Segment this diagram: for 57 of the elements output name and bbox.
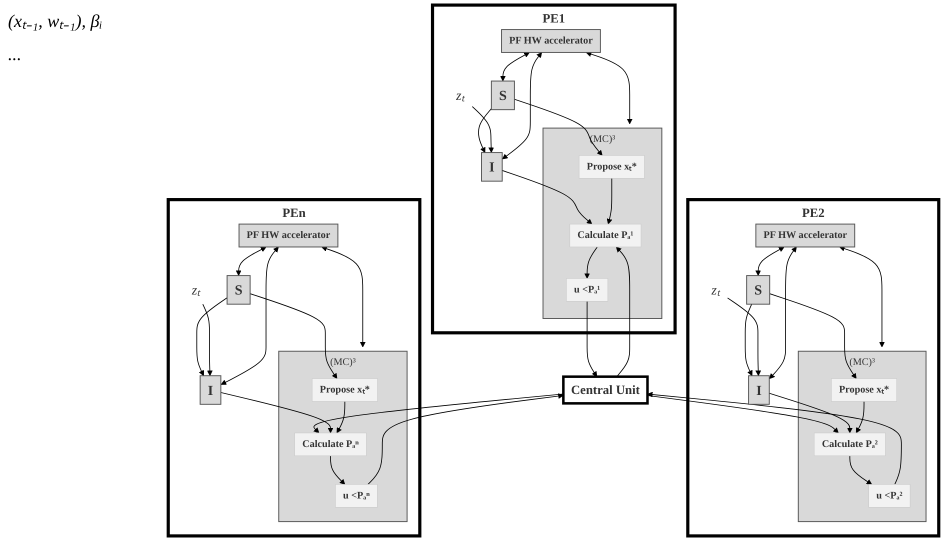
- arrow: [336, 401, 346, 434]
- arrow: [220, 392, 334, 434]
- node-box: S: [226, 275, 251, 305]
- node-box: Propose xₜ*: [312, 378, 378, 402]
- arrow: [856, 401, 864, 434]
- node-box: PF HW accelerator: [238, 224, 338, 248]
- arrow: [502, 170, 592, 224]
- node-box: PF HW accelerator: [501, 29, 601, 53]
- arrow: [250, 293, 338, 379]
- node-box: S: [490, 80, 515, 110]
- arrow: [321, 246, 366, 348]
- arrow: [220, 246, 279, 385]
- node-box: u <Pₐ¹: [566, 278, 608, 302]
- node-box: I: [748, 375, 770, 405]
- arrow: [647, 392, 902, 485]
- node-box: Calculate Pₐ²: [814, 432, 886, 456]
- node-box: Propose xₜ*: [578, 155, 645, 179]
- node-text: zₜ: [711, 282, 720, 298]
- arrow: [313, 394, 564, 434]
- arrow: [839, 246, 885, 348]
- arrow: [849, 455, 872, 485]
- arrow: [586, 51, 632, 124]
- node-box: u <Pₐⁿ: [335, 484, 378, 508]
- arrow: [647, 395, 839, 434]
- arrow: [744, 304, 752, 376]
- arrow: [586, 300, 598, 377]
- arrow: [727, 298, 762, 376]
- arrow: [478, 108, 492, 153]
- arrow: [330, 455, 346, 485]
- note-label: ...: [8, 44, 22, 65]
- node-box: u <Pₐ²: [868, 484, 910, 508]
- node-text: zₜ: [192, 282, 200, 298]
- arrow: [472, 106, 494, 153]
- arrow: [768, 392, 853, 434]
- node-text: zₜ: [456, 87, 465, 104]
- arrow: [368, 393, 564, 485]
- node-box: I: [200, 375, 222, 405]
- note-label: (xₜ₋₁, wₜ₋₁), βᵢ: [8, 10, 104, 32]
- arrow: [755, 246, 784, 276]
- arrow: [616, 246, 630, 378]
- arrow: [606, 178, 612, 224]
- node-box: PF HW accelerator: [755, 224, 856, 248]
- arrow: [196, 297, 228, 376]
- arrow: [769, 293, 857, 379]
- node-box: Central Unit: [562, 375, 649, 405]
- arrow: [584, 246, 598, 279]
- arrow: [202, 304, 213, 376]
- arrow: [769, 246, 797, 379]
- node-box: I: [481, 152, 503, 182]
- node-box: S: [746, 275, 770, 305]
- arrow: [500, 52, 530, 82]
- node-box: Propose xₜ*: [831, 378, 898, 402]
- node-box: Calculate Pₐⁿ: [294, 432, 367, 456]
- node-box: Calculate Pₐ¹: [569, 224, 642, 248]
- arrow: [514, 98, 602, 156]
- arrow: [236, 246, 266, 276]
- arrow: [502, 52, 542, 160]
